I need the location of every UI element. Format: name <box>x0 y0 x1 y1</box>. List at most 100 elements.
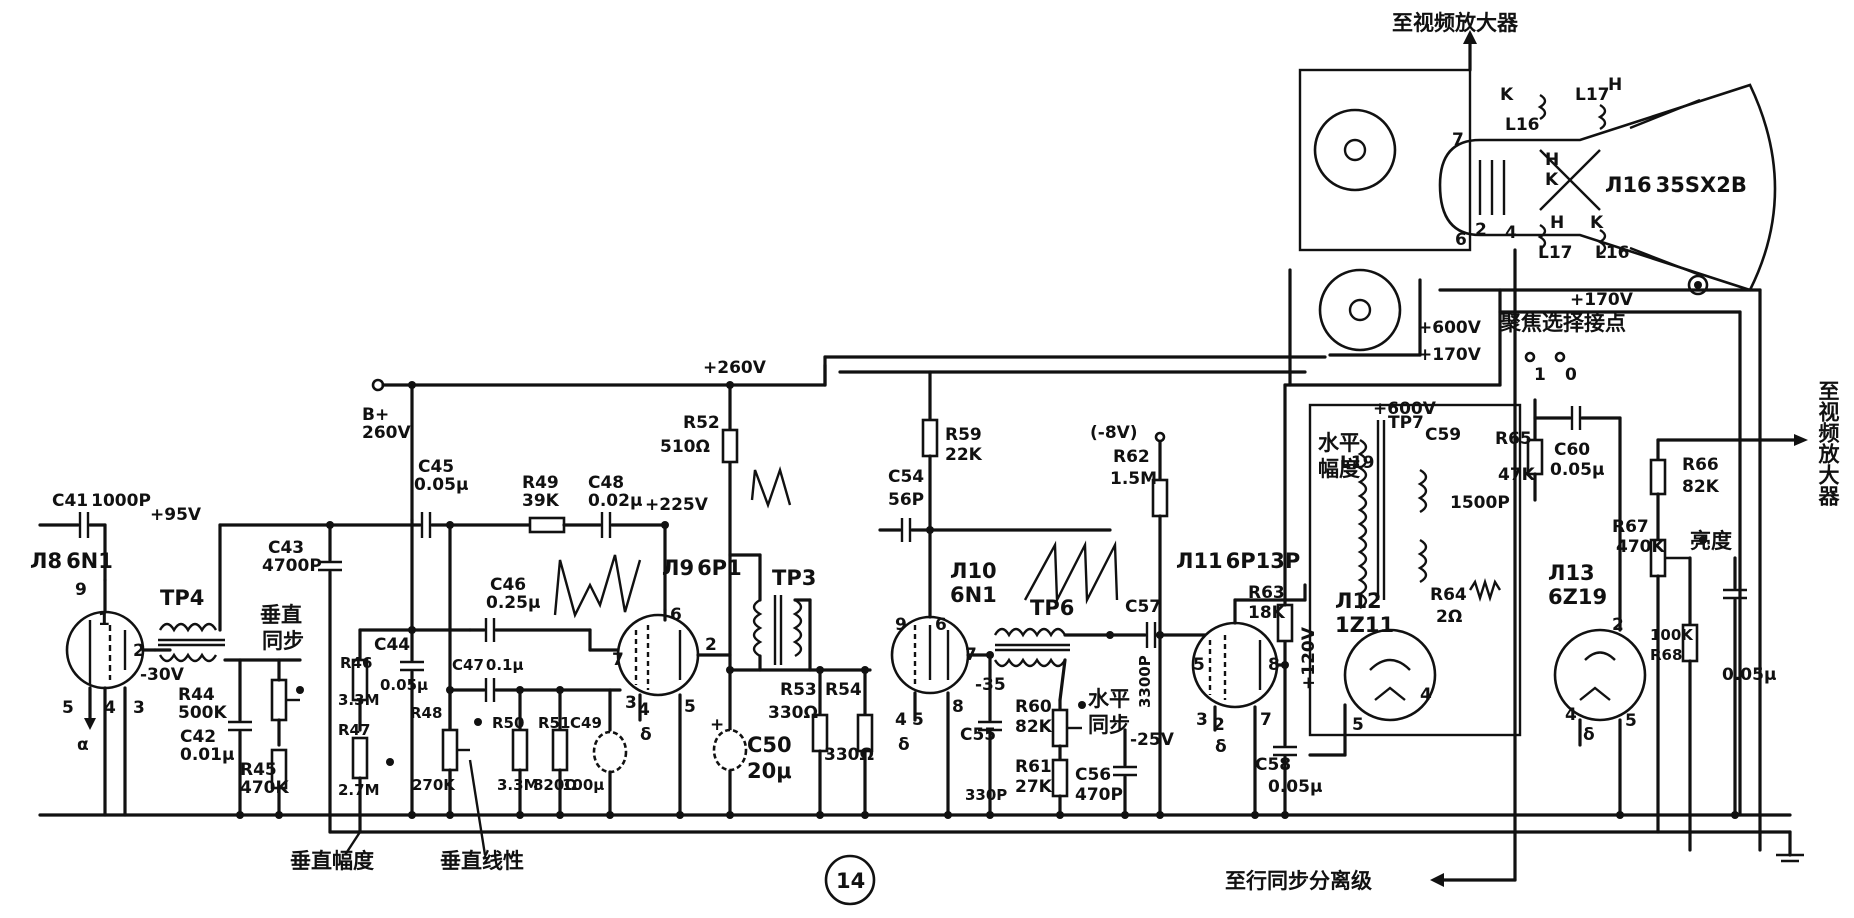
svg-text:L17: L17 <box>1538 243 1573 263</box>
svg-text:6: 6 <box>1455 230 1467 250</box>
svg-text:C44: C44 <box>374 635 410 655</box>
svg-text:水平: 水平 <box>1318 431 1360 455</box>
svg-text:C48: C48 <box>588 473 624 493</box>
svg-text:L16: L16 <box>1505 115 1540 135</box>
svg-text:(-8V): (-8V) <box>1090 423 1138 443</box>
junctions <box>236 381 1739 819</box>
svg-text:5: 5 <box>1625 711 1637 731</box>
svg-text:R62: R62 <box>1113 447 1150 467</box>
transformer-tp3: TP3 <box>728 553 872 672</box>
svg-text:820Ω: 820Ω <box>533 776 577 794</box>
resistor-r45: R45 470K <box>240 748 289 817</box>
ground-bus <box>38 813 1804 863</box>
svg-text:0: 0 <box>1565 365 1577 385</box>
svg-text:39K: 39K <box>522 491 560 511</box>
svg-text:4: 4 <box>1505 223 1517 243</box>
svg-text:TP3: TP3 <box>772 566 816 590</box>
svg-text:6Z19: 6Z19 <box>1548 585 1607 609</box>
deflection-coils: K L16 L17 H H K H K L17 L16 <box>1500 75 1630 263</box>
svg-text:R47: R47 <box>338 721 370 739</box>
svg-text:C42: C42 <box>180 727 216 747</box>
svg-text:TP4: TP4 <box>160 586 204 610</box>
svg-text:0.05μ: 0.05μ <box>1550 460 1604 480</box>
to-video-amp-top: 至视频放大器 <box>1392 11 1519 72</box>
svg-text:H: H <box>1550 213 1564 233</box>
svg-text:56P: 56P <box>888 490 924 510</box>
svg-text:0.25μ: 0.25μ <box>486 593 540 613</box>
capacitor-c46: C46 0.25μ <box>468 575 592 642</box>
svg-text:5: 5 <box>1193 655 1205 675</box>
resistor-r50: R50 3.3M <box>492 688 539 817</box>
capacitor-c49: C49 100μ <box>562 688 628 817</box>
svg-text:R48: R48 <box>410 704 442 722</box>
svg-text:500K: 500K <box>178 703 227 723</box>
resistor-r52: R52 510Ω <box>660 413 739 464</box>
svg-text:3: 3 <box>625 693 637 713</box>
svg-text:+170V: +170V <box>1418 345 1482 365</box>
svg-text:B+: B+ <box>362 405 389 425</box>
svg-text:0.05μ: 0.05μ <box>414 475 468 495</box>
tube-v10: Л10 6N1 9 6 7 4 5 8 δ <box>890 528 997 817</box>
capacitor-c48: C48 0.02μ <box>588 473 642 538</box>
svg-text:同步: 同步 <box>262 629 304 653</box>
pot-r67-brightness[interactable]: R67 470K 亮度 <box>1612 517 1732 834</box>
pot-r60[interactable]: R60 82K <box>1015 697 1086 748</box>
resistor-r51: R51 820Ω <box>533 688 577 817</box>
resistor-r54: R54 330Ω <box>824 668 874 817</box>
svg-text:1: 1 <box>1534 365 1546 385</box>
svg-text:C49: C49 <box>570 714 602 732</box>
svg-text:C45: C45 <box>418 457 454 477</box>
svg-text:同步: 同步 <box>1088 713 1130 737</box>
svg-text:L19: L19 <box>1340 453 1375 473</box>
svg-text:L16: L16 <box>1595 243 1630 263</box>
svg-text:δ: δ <box>1583 725 1595 745</box>
resistor-r53: R53 330Ω <box>768 668 829 817</box>
svg-text:+170V: +170V <box>1570 290 1634 310</box>
svg-text:2: 2 <box>133 641 145 661</box>
svg-text:K: K <box>1590 213 1604 233</box>
svg-text:3: 3 <box>1196 710 1208 730</box>
svg-text:2: 2 <box>705 635 717 655</box>
svg-text:4: 4 <box>104 698 116 718</box>
vert-sync-label: 垂直 <box>260 603 302 627</box>
svg-text:9: 9 <box>895 615 907 635</box>
svg-text:K: K <box>1500 85 1514 105</box>
resistor-r49: R49 39K <box>522 473 566 534</box>
svg-text:4: 4 <box>1565 705 1577 725</box>
svg-text:R68: R68 <box>1650 646 1682 664</box>
svg-text:3.3M: 3.3M <box>497 776 539 794</box>
svg-text:幅度: 幅度 <box>1318 457 1360 481</box>
svg-text:1Z11: 1Z11 <box>1335 613 1394 637</box>
capacitor-c54: C54 56P <box>878 467 1112 542</box>
svg-text:82K: 82K <box>1682 477 1720 497</box>
figure-number: 14 <box>824 854 876 906</box>
capacitor-c43: C43 4700P <box>262 523 342 834</box>
tube-v12: Л12 1Z11 5 4 <box>1308 589 1437 757</box>
capacitor-c45: C45 0.05μ <box>414 457 468 538</box>
svg-text:R67: R67 <box>1612 517 1649 537</box>
svg-text:100K: 100K <box>1650 626 1694 644</box>
svg-text:C57: C57 <box>1125 597 1161 617</box>
pot-r48[interactable]: R48 270K <box>410 688 482 817</box>
svg-text:R63: R63 <box>1248 583 1285 603</box>
svg-text:3.3M: 3.3M <box>338 691 380 709</box>
svg-text:2.7M: 2.7M <box>338 781 380 799</box>
svg-text:R61: R61 <box>1015 757 1052 777</box>
resistor-r62: (-8V) R62 1.5M <box>1090 423 1169 817</box>
svg-text:R45: R45 <box>240 760 277 780</box>
capacitor-c50: C50 20μ + <box>710 715 792 783</box>
svg-text:8: 8 <box>1268 655 1280 675</box>
svg-text:270K: 270K <box>412 776 456 794</box>
resistor-r68: R68 100K <box>1650 556 1699 852</box>
svg-text:C43: C43 <box>268 538 304 558</box>
pot-r44[interactable]: R44 500K <box>178 658 304 747</box>
svg-text:+600V: +600V <box>1418 318 1482 338</box>
v13-label: Л13 <box>1548 561 1595 585</box>
svg-text:6N1: 6N1 <box>950 583 997 607</box>
svg-text:3: 3 <box>133 698 145 718</box>
svg-text:82K: 82K <box>1015 717 1053 737</box>
svg-text:2: 2 <box>1475 220 1487 240</box>
